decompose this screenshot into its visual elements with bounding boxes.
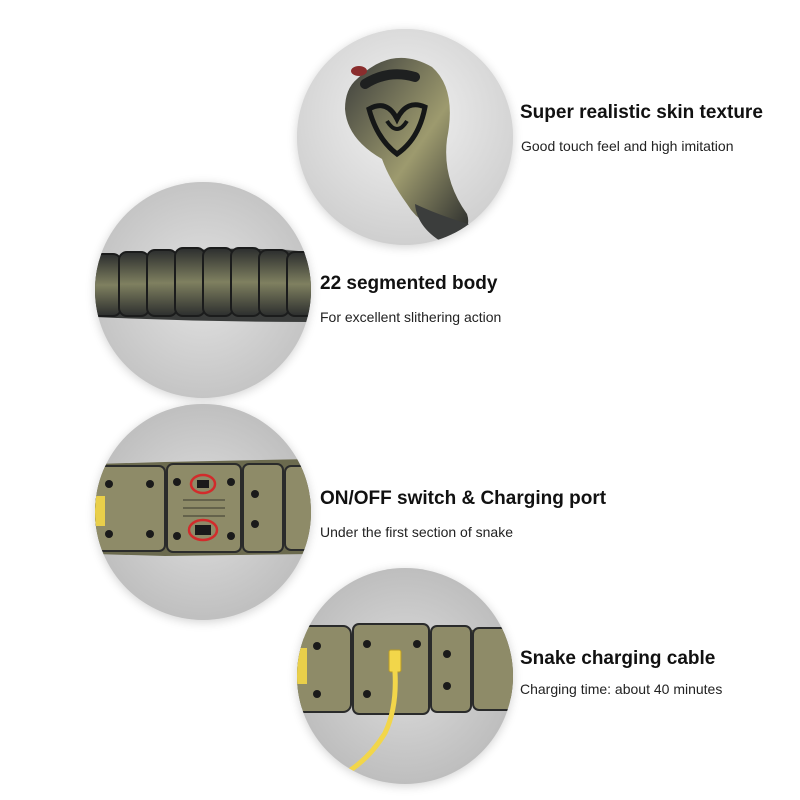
feature-title: 22 segmented body: [320, 273, 498, 294]
feature-description: For excellent slithering action: [320, 309, 502, 325]
snake-body-segments-photo: [95, 182, 311, 398]
charging-cable-icon: [297, 568, 513, 784]
snake-switch-port-photo: [95, 404, 311, 620]
feature-title: ON/OFF switch & Charging port: [320, 488, 607, 509]
feature-title: Super realistic skin texture: [520, 102, 763, 123]
feature-description: Good touch feel and high imitation: [521, 138, 734, 154]
snake-body-icon: [95, 182, 311, 398]
switch-port-icon: [95, 404, 311, 620]
snake-head-photo: [297, 29, 513, 245]
feature-description: Under the first section of snake: [320, 524, 513, 540]
snake-charging-cable-photo: [297, 568, 513, 784]
feature-description: Charging time: about 40 minutes: [520, 681, 723, 697]
feature-title: Snake charging cable: [520, 648, 716, 669]
snake-head-icon: [297, 29, 513, 245]
